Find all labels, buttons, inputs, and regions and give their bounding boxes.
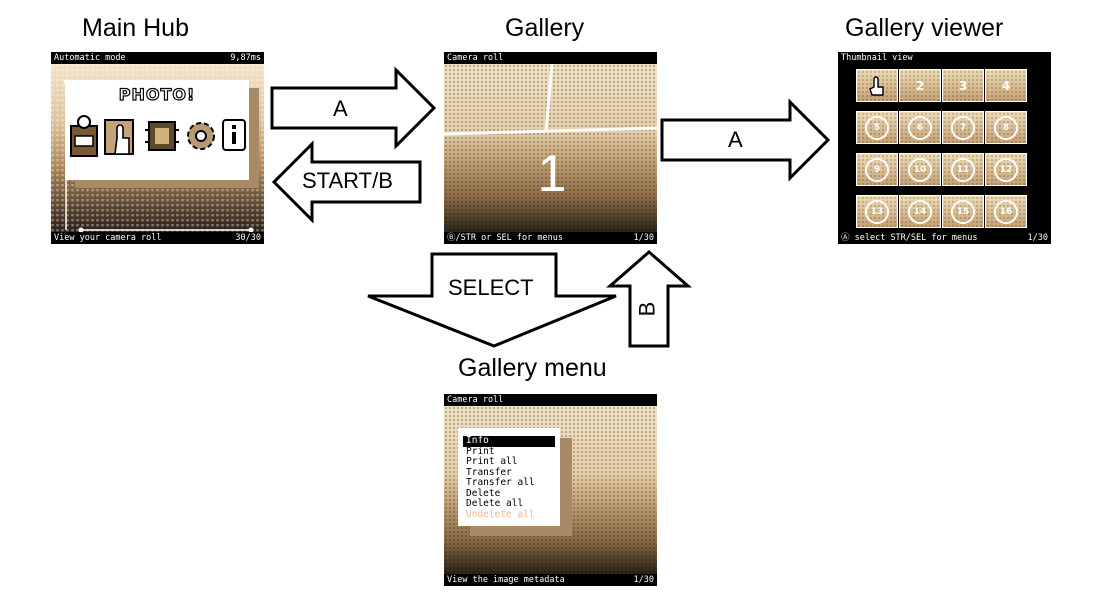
gallery-screen: Camera roll 1 Ⓑ/STR or SEL for menus 1/3… [444, 52, 657, 244]
viewer-hint-text: Ⓐ select STR/SEL for menus [841, 233, 978, 243]
menu-hint-bar: View the image metadata 1/30 [444, 574, 657, 586]
tile-joint-lines [444, 63, 657, 136]
menu-item-print[interactable]: Print [466, 445, 495, 457]
tile-number: 8 [994, 115, 1018, 140]
photo-number: 1 [537, 145, 567, 203]
viewer-counter: 1/30 [1027, 233, 1048, 243]
menu-counter: 1/30 [633, 575, 654, 585]
gallery-hand-icon[interactable] [104, 119, 134, 155]
gallery-counter: 1/30 [633, 233, 654, 243]
gallery-viewer-title: Gallery viewer [845, 14, 1004, 42]
tile-number: 10 [908, 157, 932, 182]
menu-hint-text: View the image metadata [447, 575, 565, 585]
tile-number: 5 [865, 115, 889, 140]
menu-item-undelete-all[interactable]: Undelete all [466, 508, 535, 520]
thumbnail-tile[interactable]: 7 [942, 111, 984, 144]
camera-icon[interactable] [70, 115, 98, 157]
thumbnail-tile[interactable] [856, 69, 898, 102]
arrow-label-hub-to-gallery: A [333, 96, 348, 121]
menu-item-info[interactable]: Info [463, 435, 555, 447]
arrow-label-menu-to-gallery: B [634, 301, 660, 317]
thumbnail-tile[interactable]: 9 [856, 153, 898, 186]
arrow-gallery-to-menu [367, 252, 617, 348]
gear-icon[interactable] [187, 122, 215, 150]
tile-number: 13 [865, 199, 889, 224]
menu-item-print-all[interactable]: Print all [466, 456, 518, 467]
menu-item-delete[interactable]: Delete [466, 487, 501, 499]
arrow-label-gallery-to-menu: SELECT [448, 275, 534, 300]
menu-item-transfer[interactable]: Transfer [466, 466, 512, 478]
tile-number: 15 [951, 199, 975, 224]
main-hub-screen: Automatic mode 9,87ms PHOTO! [51, 52, 264, 244]
tile-number: 12 [994, 157, 1018, 182]
main-hub-title: Main Hub [82, 14, 189, 42]
main-hub-menu-card: PHOTO! [65, 80, 249, 180]
thumbnail-tile[interactable]: 8 [985, 111, 1027, 144]
arrow-gallery-to-hub [271, 140, 422, 224]
tile-number: 16 [994, 199, 1018, 224]
arrow-label-gallery-to-viewer: A [728, 127, 743, 152]
hand-cursor-icon [869, 75, 884, 96]
photo-counter: 30/30 [235, 233, 261, 243]
arrow-label-gallery-to-hub: START/B [302, 168, 393, 193]
info-icon[interactable] [222, 119, 246, 151]
gallery-title-bar: Camera roll [444, 52, 657, 64]
shutter-time: 9,87ms [230, 53, 261, 63]
tile-number: 4 [1001, 78, 1011, 93]
thumbnail-tile[interactable]: 16 [985, 195, 1027, 228]
chip-icon[interactable] [145, 121, 179, 151]
thumbnail-tile[interactable]: 15 [942, 195, 984, 228]
thumbnail-tile[interactable]: 14 [899, 195, 941, 228]
tile-number: 3 [958, 78, 968, 93]
tile-number: 6 [908, 115, 932, 140]
gallery-hint-bar: Ⓑ/STR or SEL for menus 1/30 [444, 232, 657, 244]
main-hub-status-bar: Automatic mode 9,87ms [51, 52, 264, 64]
mode-label: Automatic mode [54, 53, 126, 63]
menu-camera-roll-label: Camera roll [447, 395, 504, 405]
menu-item-transfer-all[interactable]: Transfer all [466, 477, 535, 488]
menu-title-bar: Camera roll [444, 394, 657, 406]
thumbnail-tile[interactable]: 6 [899, 111, 941, 144]
viewer-title-bar: Thumbnail view [838, 52, 1051, 64]
tile-number: 11 [951, 157, 975, 182]
gallery-title: Gallery [505, 14, 585, 42]
tile-number: 7 [951, 115, 975, 140]
thumbnail-tile[interactable]: 13 [856, 195, 898, 228]
photo-logo: PHOTO! [118, 84, 196, 104]
thumbnail-tile[interactable]: 3 [942, 69, 984, 102]
thumbnail-tile[interactable]: 2 [899, 69, 941, 102]
thumbnail-tile[interactable]: 12 [985, 153, 1027, 186]
gallery-hint-text: Ⓑ/STR or SEL for menus [447, 233, 563, 243]
hint-text: View your camera roll [54, 233, 162, 243]
tile-number: 9 [865, 157, 889, 182]
gallery-menu-title: Gallery menu [458, 354, 607, 382]
arrow-gallery-to-viewer [660, 98, 831, 182]
main-hub-hint-bar: View your camera roll 30/30 [51, 232, 264, 244]
arrow-menu-to-gallery [605, 250, 693, 348]
viewer-hint-bar: Ⓐ select STR/SEL for menus 1/30 [838, 232, 1051, 244]
camera-roll-label: Camera roll [447, 53, 504, 63]
arrow-hub-to-gallery [270, 66, 437, 150]
tile-number: 2 [915, 78, 925, 93]
thumbnail-view-label: Thumbnail view [841, 53, 913, 63]
menu-item-delete-all[interactable]: Delete all [466, 498, 524, 509]
thumbnail-tile[interactable]: 10 [899, 153, 941, 186]
thumbnail-tile[interactable]: 5 [856, 111, 898, 144]
thumbnail-tile[interactable]: 11 [942, 153, 984, 186]
tile-number: 14 [908, 199, 932, 224]
thumbnail-tile[interactable]: 4 [985, 69, 1027, 102]
